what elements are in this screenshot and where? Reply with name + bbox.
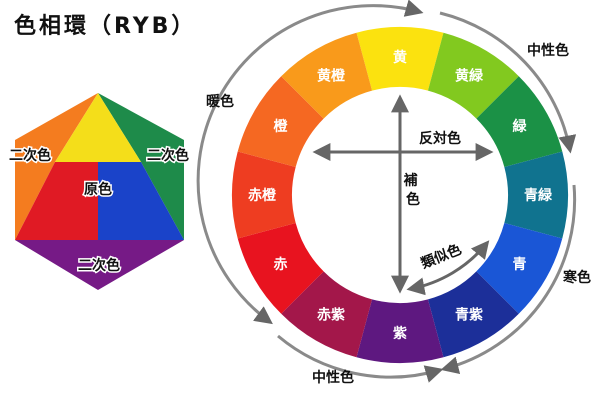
opposite-color-label: 反対色 bbox=[419, 130, 461, 147]
secondary-label-right: 二次色 bbox=[147, 147, 189, 164]
complementary-label-line-1: 補 bbox=[403, 172, 418, 189]
wheel-segment bbox=[504, 151, 568, 239]
wheel-label-orange: 橙 bbox=[273, 118, 288, 135]
secondary-orange-region bbox=[15, 93, 98, 240]
warm-color-label: 暖色 bbox=[206, 93, 234, 110]
neutral-color-label-bottom: 中性色 bbox=[312, 369, 354, 386]
wheel-label-red-violet: 赤紫 bbox=[317, 307, 345, 324]
secondary-purple-region bbox=[15, 240, 184, 290]
analogous-color-label: 類似色 bbox=[418, 241, 464, 273]
secondary-green-region bbox=[98, 93, 184, 240]
warm-range-arc bbox=[196, 0, 424, 325]
wheel-label-yellow-green: 黄緑 bbox=[455, 67, 484, 84]
cool-color-label: 寒色 bbox=[563, 269, 591, 286]
neutral-color-label-top: 中性色 bbox=[527, 42, 569, 59]
complementary-color-label: 補 色 bbox=[403, 172, 423, 208]
complementary-label-line-2: 色 bbox=[406, 191, 420, 208]
wheel-label-yellow: 黄 bbox=[393, 49, 407, 66]
wheel-segment bbox=[476, 76, 563, 168]
primary-secondary-hexagon: 原色 二次色 二次色 二次色 bbox=[8, 93, 191, 290]
wheel-label-blue-green: 青緑 bbox=[524, 187, 553, 204]
wheel-label-yellow-orange: 黄橙 bbox=[317, 67, 346, 84]
wheel-label-violet: 紫 bbox=[393, 325, 407, 342]
wheel-segment bbox=[427, 32, 519, 119]
primary-yellow-triangle bbox=[55, 93, 141, 162]
wheel-label-blue: 青 bbox=[513, 256, 527, 273]
wheel-label-red-orange: 赤橙 bbox=[248, 187, 277, 204]
page-title: 色相環（RYB） bbox=[14, 14, 197, 39]
wheel-label-green: 緑 bbox=[513, 118, 528, 135]
relationship-arrows: 反対色 補 色 類似色 bbox=[312, 94, 494, 296]
secondary-label-left: 二次色 bbox=[9, 147, 51, 164]
outer-range-arcs: 暖色 寒色 中性色 中性色 bbox=[196, 0, 591, 386]
wheel-label-blue-violet: 青紫 bbox=[455, 307, 483, 324]
secondary-label-bottom: 二次色 bbox=[78, 257, 120, 274]
wheel-label-red: 赤 bbox=[273, 257, 287, 273]
cool-range-arc-lower bbox=[440, 184, 577, 375]
wheel-segment bbox=[476, 222, 563, 314]
primary-blue-region bbox=[98, 162, 184, 240]
hexagon-center-label: 原色 bbox=[84, 181, 112, 198]
neutral-bottom-arc bbox=[277, 334, 444, 383]
primary-red-region bbox=[15, 162, 98, 240]
cool-range-arc bbox=[439, 11, 577, 154]
